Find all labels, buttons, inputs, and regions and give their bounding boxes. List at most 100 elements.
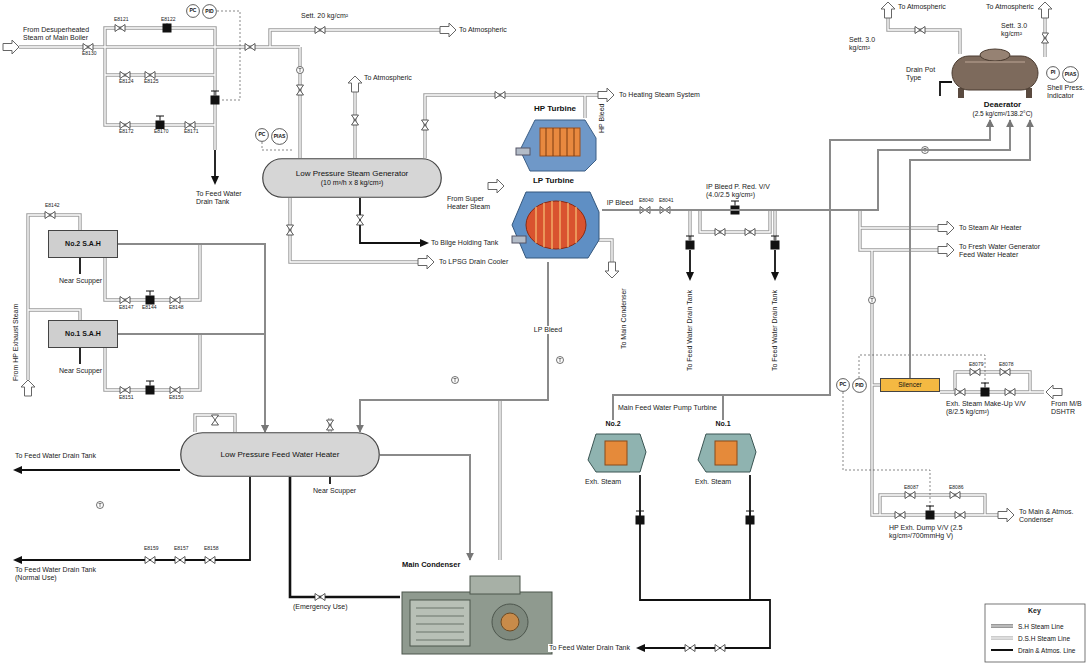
legend-title: Key xyxy=(1027,607,1042,615)
flow-label: To Feed Water Drain Tank (Normal Use) xyxy=(14,566,108,582)
flow-label: To Heating Steam System xyxy=(618,91,701,99)
legend-text: Drain & Atmos. Line xyxy=(1018,647,1075,654)
flow-label: HP Exh. Dump V/V (2.5 kg/cm²/700mmHg V) xyxy=(888,524,982,540)
flow-label: HP Bleed xyxy=(598,103,606,134)
legend-sample xyxy=(990,634,1014,642)
hp-turbine-picture xyxy=(516,120,596,171)
node-title: PIAS xyxy=(1065,72,1077,78)
connector-label: IP Bleed xyxy=(606,199,634,207)
valve-tag: E8087 xyxy=(903,485,919,491)
valve-tag: E8170 xyxy=(153,129,169,135)
valve-tag: E8159 xyxy=(143,546,159,552)
instrument-bubble: PID xyxy=(852,378,867,393)
legend-sample xyxy=(990,622,1014,630)
legend-list: S.H Steam LineD.S.H Steam LineDrain & At… xyxy=(990,620,1075,656)
flow-label: Near Scupper xyxy=(312,487,357,495)
instrument-bubble: PI xyxy=(1046,66,1060,80)
flow-label: To Bilge Holding Tank xyxy=(430,239,499,247)
valve-tag: E8086 xyxy=(948,485,964,491)
node-title: No.2 S.A.H xyxy=(65,240,101,248)
valve-tag: E8147 xyxy=(118,305,134,311)
flow-label: Sett. 3.0 kg/cm² xyxy=(1000,22,1042,38)
flow-label: To Feed Water Drain Tank xyxy=(686,289,694,372)
pump-turbine-pictures xyxy=(588,434,756,472)
flow-label: Sett. 3.0 kg/cm² xyxy=(848,36,888,52)
flow-label: To Main Condenser xyxy=(620,287,628,350)
steam-connector xyxy=(118,244,265,432)
feed-water-heater-tank: Low Pressure Feed Water Heater xyxy=(180,432,380,477)
vessel-body xyxy=(181,433,380,477)
deaerator-picture xyxy=(952,49,1038,98)
steam-connector xyxy=(602,120,1010,210)
flow-label: Exh. Steam xyxy=(584,478,622,486)
flow-label: To Atmospheric xyxy=(985,3,1035,11)
valve-tag: E8172 xyxy=(118,129,134,135)
legend-sample xyxy=(990,646,1014,654)
flow-label: To Feed Water Drain Tank xyxy=(771,289,779,372)
bubble-circle xyxy=(187,5,200,18)
legend-line xyxy=(991,636,1013,639)
flow-label: IP Bleed P. Red. V/V (4.0/2.5 kg/cm²) xyxy=(705,183,779,199)
node-subtitle: (2.5 kg/cm²/138.2°C) xyxy=(970,110,1034,117)
valve-tag: E8040 xyxy=(638,198,654,204)
node-title: LP Turbine xyxy=(531,176,576,185)
valve-tag: E8130 xyxy=(81,51,97,57)
main-condenser: Main Condenser xyxy=(395,560,560,660)
flow-label: From Super Heater Steam xyxy=(446,195,494,211)
flow-label: To LPSG Drain Cooler xyxy=(438,258,509,266)
valve-tag: E8122 xyxy=(160,17,176,23)
legend-text: D.S.H Steam Line xyxy=(1018,635,1070,642)
node-title: PIAS xyxy=(274,134,286,140)
node-title: Silencer xyxy=(898,381,921,388)
flow-label: To Main & Atmos. Condenser xyxy=(1018,508,1086,524)
node-title: PID xyxy=(855,383,863,389)
flow-label: Shell Press. Indicator xyxy=(1046,84,1088,100)
flow-label: To Atmospheric xyxy=(458,26,508,34)
steam-connector xyxy=(360,262,548,432)
steam-generator-tank: Low Pressure Steam Generator(10 m³/h x 8… xyxy=(262,158,442,198)
deaerator-vessel: Deaerator(2.5 kg/cm²/138.2°C) xyxy=(945,40,1060,120)
flow-label: To Steam Air Heater xyxy=(958,224,1023,232)
legend-line xyxy=(991,624,1013,627)
instrument-bubble: PC xyxy=(186,4,200,18)
bubble-circle xyxy=(1063,67,1079,83)
flow-label: To Fresh Water Generator Feed Water Heat… xyxy=(958,243,1052,259)
valve-tag: E8041 xyxy=(658,198,674,204)
flow-label: Exh. Steam xyxy=(694,478,732,486)
valve-tag: E8150 xyxy=(168,395,184,401)
flow-label: To Feed Water Drain Tank xyxy=(548,644,631,652)
pump-turbine: No.2 xyxy=(578,420,648,475)
flow-label: Main Feed Water Pump Turbine xyxy=(617,404,718,412)
node-title: Low Pressure Feed Water Heater xyxy=(221,450,340,459)
node-title: PID xyxy=(205,9,213,15)
legend-line xyxy=(991,625,1013,626)
flow-label: To Atmospheric xyxy=(897,3,947,11)
connector-label: LP Bleed xyxy=(533,326,563,334)
flow-label: Exh. Steam Make-Up V/V (8/2.5 kg/cm²) xyxy=(945,400,1031,416)
node-title: No.1 S.A.H xyxy=(65,330,101,338)
lp-turbine-picture xyxy=(512,192,599,258)
flow-label: Near Scupper xyxy=(58,367,103,375)
flow-label: Drain Pot Type xyxy=(905,66,939,82)
air-heater-box: No.1 S.A.H xyxy=(48,320,118,348)
bubble-circle xyxy=(837,379,850,392)
flow-label: (Emergency Use) xyxy=(292,603,348,611)
legend-line xyxy=(991,637,1013,638)
instrument-bubble: PC xyxy=(255,128,269,142)
vessel-body xyxy=(263,159,442,198)
valve-tag: E8125 xyxy=(143,79,159,85)
steam-connector xyxy=(613,120,990,420)
valve-tag: E8171 xyxy=(183,129,199,135)
flow-label: Sett. 20 kg/cm² xyxy=(300,12,349,20)
bubble-circle xyxy=(1047,67,1060,80)
silencer-box: Silencer xyxy=(880,378,940,392)
steam-connector xyxy=(380,455,470,560)
valve-tag: E8158 xyxy=(203,546,219,552)
legend-line xyxy=(991,649,1013,651)
drain-lines xyxy=(22,82,952,648)
legend-frame xyxy=(985,604,1085,662)
legend-row: Drain & Atmos. Line xyxy=(990,644,1075,656)
valve-tag: E8121 xyxy=(113,17,129,23)
hp-turbine: HP Turbine xyxy=(510,104,600,172)
node-title: PI xyxy=(1051,70,1056,76)
